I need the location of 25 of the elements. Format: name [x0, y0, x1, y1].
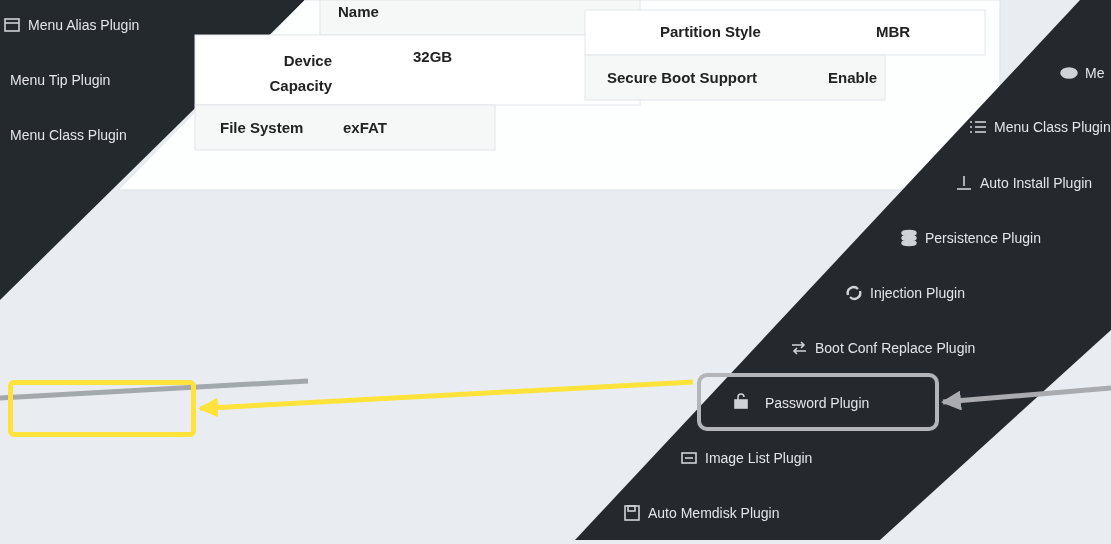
field-text: Name [338, 3, 379, 21]
arrow [941, 385, 1111, 411]
highlight-box [8, 380, 196, 437]
menu-item: Boot Conf Replace Plugin [815, 339, 976, 357]
field-text: 32GB [413, 48, 453, 66]
menu-item: Injection Plugin [870, 284, 965, 302]
menu-item: Image List Plugin [705, 449, 813, 467]
menu-item: Me [1085, 64, 1105, 82]
field-text: Device Capacity [268, 51, 332, 96]
menu-item: Menu Tip Plugin [10, 71, 111, 89]
field-text: exFAT [343, 119, 387, 137]
menu-item: Menu Class Plugin [10, 126, 127, 144]
menu-item: Auto Memdisk Plugin [648, 504, 780, 522]
field-text: Secure Boot Support [607, 69, 757, 87]
field-text: Enable [828, 69, 878, 87]
arrow [198, 379, 694, 418]
field-text: File System [220, 119, 304, 137]
menu-item: Password Plugin [765, 394, 870, 412]
menu-item: Persistence Plugin [925, 229, 1041, 247]
menu-item: Menu Class Plugin [994, 118, 1111, 136]
menu-item-box [697, 373, 939, 431]
menu-item: Auto Install Plugin [980, 174, 1093, 192]
field-text: Partition Style [660, 23, 761, 41]
field-text: MBR [876, 23, 911, 41]
menu-item: Menu Alias Plugin [28, 16, 140, 34]
